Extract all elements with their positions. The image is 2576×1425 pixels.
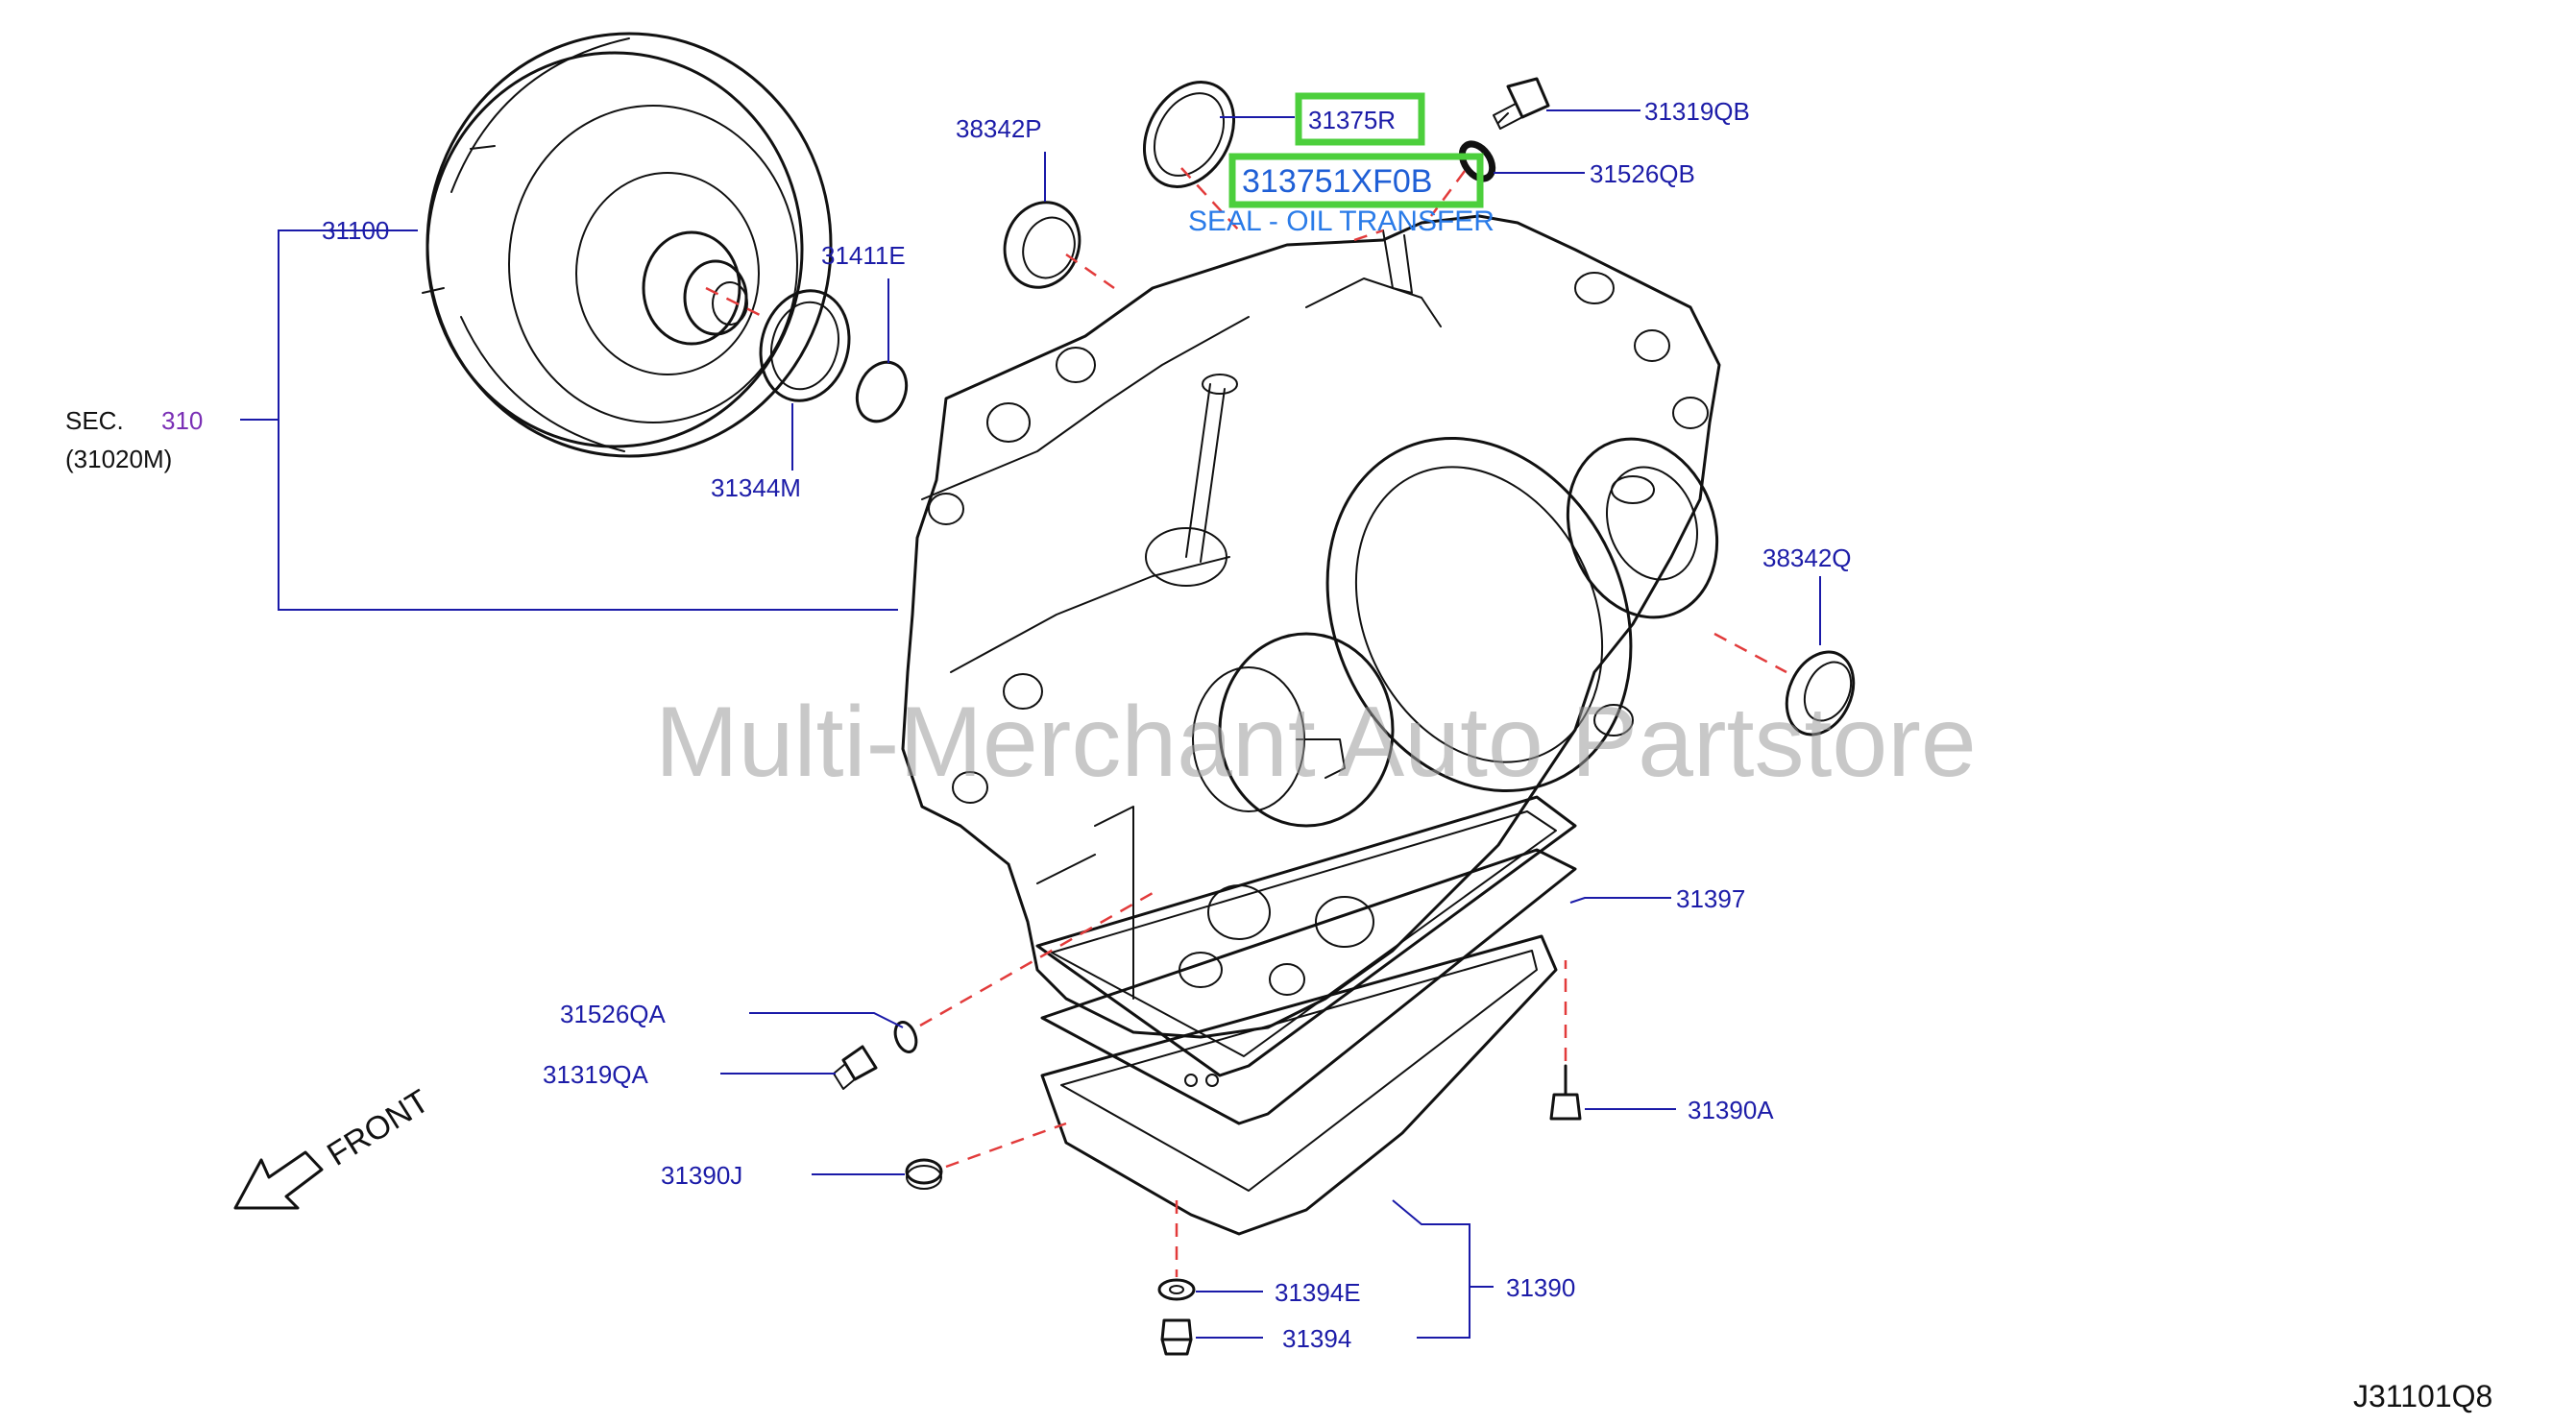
plug-31319qa[interactable] <box>833 1045 878 1090</box>
highlighted-part-number[interactable]: 313751XF0B <box>1242 163 1433 200</box>
transmission-case <box>901 214 1721 1039</box>
label-sec-number[interactable]: 310 <box>161 406 203 435</box>
label-38342p: 38342P <box>956 114 1042 143</box>
label-31390a: 31390A <box>1688 1096 1774 1124</box>
label-31526qa: 31526QA <box>560 1000 667 1028</box>
oil-pan-31390[interactable] <box>1040 848 1577 1236</box>
oil-seal-38342p[interactable] <box>993 192 1091 299</box>
label-31100: 31100 <box>322 216 389 245</box>
bolt-31390a[interactable] <box>1549 1064 1582 1121</box>
store-watermark: Multi-Merchant Auto Partstore <box>655 687 1977 798</box>
label-31390j: 31390J <box>661 1161 742 1190</box>
highlight-box-31375r <box>1295 92 1425 146</box>
oil-pan-gasket-31397[interactable] <box>1035 795 1577 1077</box>
washer-31394e[interactable] <box>1157 1278 1196 1301</box>
label-31394e: 31394E <box>1275 1278 1361 1307</box>
o-ring-31526qa[interactable] <box>891 1020 920 1055</box>
highlight-box-part-number <box>1228 153 1484 208</box>
leader-lines <box>240 109 1821 1339</box>
label-31394: 31394 <box>1282 1324 1351 1353</box>
label-38342q: 38342Q <box>1762 543 1852 572</box>
front-direction-indicator: FRONT <box>233 1083 436 1210</box>
torque-converter[interactable] <box>422 32 833 458</box>
plug-31319qb[interactable] <box>1493 77 1550 130</box>
label-31411e: 31411E <box>821 241 906 270</box>
diagram-code: J31101Q8 <box>2353 1379 2492 1413</box>
oil-seal-31344m[interactable] <box>749 280 862 410</box>
highlighted-part-description: SEAL - OIL TRANSFER <box>1188 205 1495 237</box>
label-sec-reference: (31020M) <box>65 445 172 473</box>
front-arrow-icon <box>233 1150 324 1210</box>
label-sec-word: SEC. <box>65 406 124 435</box>
o-ring-31526qb[interactable] <box>1456 138 1498 184</box>
oil-seal-31375r[interactable] <box>1127 66 1252 203</box>
front-label: FRONT <box>321 1083 435 1173</box>
label-31319qb: 31319QB <box>1644 97 1750 126</box>
label-31344m: 31344M <box>711 473 801 502</box>
magnet-31390j[interactable] <box>905 1158 943 1190</box>
drain-plug-31394[interactable] <box>1160 1318 1193 1356</box>
label-31397: 31397 <box>1676 884 1745 913</box>
label-31526qb: 31526QB <box>1590 159 1695 188</box>
label-31375r: 31375R <box>1308 106 1396 134</box>
label-31390: 31390 <box>1506 1273 1575 1302</box>
alignment-dashes <box>705 167 1787 1277</box>
label-31319qa: 31319QA <box>543 1060 649 1089</box>
oil-seal-38342q[interactable] <box>1774 641 1866 746</box>
o-ring-31411e[interactable] <box>848 354 916 429</box>
